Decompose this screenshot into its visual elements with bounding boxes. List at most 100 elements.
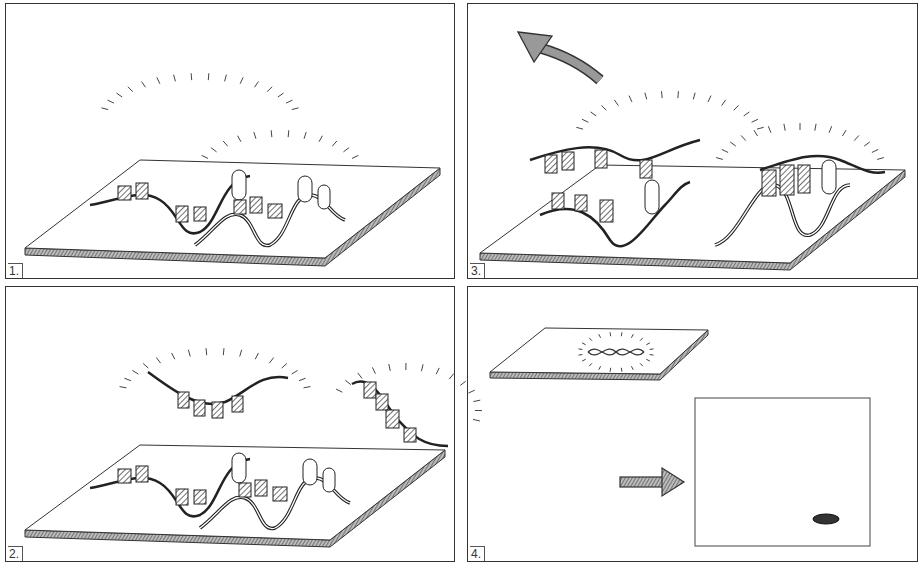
glow-tick [120, 387, 127, 388]
glow-tick [254, 81, 258, 87]
glow-tick [156, 358, 160, 364]
panel-frame: 4. [467, 286, 918, 562]
glow-tick [240, 350, 242, 357]
glow-tick [286, 100, 292, 103]
glow-tick [578, 348, 582, 350]
glow-tick [132, 370, 138, 374]
glow-tick [650, 348, 654, 350]
glow-tick [473, 419, 480, 421]
glow-tick [473, 400, 480, 401]
glow-tick [206, 348, 208, 355]
glow-tick [292, 370, 298, 374]
glow-ticks [578, 332, 653, 372]
glow-tick [646, 359, 650, 361]
glow-tick [101, 108, 108, 110]
panel-frame: 1. [5, 3, 455, 279]
probe-strand [352, 381, 448, 446]
glow-tick [271, 130, 273, 137]
membrane-sheet [490, 328, 708, 380]
glow-tick [223, 348, 225, 355]
panel-frame: 2. [5, 286, 455, 562]
glow-tick [343, 148, 349, 152]
glow-tick [460, 381, 466, 385]
dna-strand [200, 459, 350, 529]
panel-number: 1. [8, 263, 23, 278]
glow-tick [405, 363, 406, 370]
panel-number: 3. [470, 263, 485, 278]
glow-tick [582, 359, 586, 361]
glow-tick [741, 135, 746, 140]
glow-tick [693, 93, 695, 100]
glow-tick [842, 130, 846, 136]
glow-tick [211, 148, 217, 152]
glow-tick [174, 75, 176, 82]
glow-tick [475, 410, 482, 411]
glow-tick [599, 334, 601, 338]
panel-number: 2. [8, 546, 23, 561]
glow-tick [225, 75, 227, 82]
glow-tick [336, 389, 342, 392]
panel-number: 4. [470, 546, 485, 561]
glow-tick [854, 135, 859, 140]
membrane-sheet [25, 445, 445, 547]
glow-tick [722, 149, 728, 152]
glow-tick [640, 338, 643, 341]
dna-strand [540, 180, 690, 246]
dna-strand [90, 453, 250, 516]
glow-tick [640, 363, 643, 366]
glow-tick [269, 358, 273, 364]
glow-tick [191, 73, 193, 80]
hybrid-spot [588, 349, 644, 355]
glow-tick [223, 141, 228, 146]
glow-tick [877, 158, 884, 160]
dna-strand [90, 170, 250, 233]
glow-tick [708, 96, 711, 102]
glow-tick [319, 136, 322, 142]
glow-ticks [336, 363, 482, 421]
film-sheet [695, 398, 870, 546]
glow-tick [645, 93, 647, 100]
glow-tick [255, 353, 258, 359]
glow-tick [332, 141, 337, 146]
glow-tick [591, 112, 597, 116]
glow-tick [610, 368, 612, 372]
glow-tick [757, 127, 764, 129]
glow-tick [116, 93, 122, 97]
glow-tick [582, 343, 586, 345]
glow-tick [815, 124, 816, 131]
glow-tick [631, 334, 633, 338]
glow-tick [372, 367, 375, 373]
glow-tick [468, 390, 474, 393]
glow-tick [202, 155, 208, 158]
transfer-arrow [620, 468, 684, 496]
glow-tick [621, 368, 623, 372]
glow-tick [629, 96, 632, 102]
glow-tick [358, 373, 362, 379]
glow-tick [352, 155, 358, 158]
glow-tick [240, 77, 243, 83]
glow-tick [267, 87, 272, 92]
glow-ticks [576, 91, 763, 129]
glow-tick [872, 149, 878, 152]
hybrid-strand [715, 156, 885, 245]
glow-tick [288, 130, 290, 137]
glow-tick [734, 105, 739, 110]
glow-tick [631, 366, 633, 370]
membrane-sheet [25, 160, 440, 266]
glow-tick [589, 363, 592, 366]
glow-tick [389, 364, 390, 371]
glow-tick [304, 132, 306, 139]
glow-tick [646, 343, 650, 345]
glow-tick [278, 93, 284, 97]
glow-ticks [202, 130, 359, 158]
glow-tick [143, 363, 148, 368]
glow-tick [172, 353, 175, 359]
glow-tick [754, 130, 758, 136]
glow-tick [601, 105, 606, 110]
glow-ticks [716, 123, 884, 159]
probe-strand [148, 372, 288, 418]
glow-tick [108, 100, 114, 103]
glow-ticks [101, 73, 298, 109]
lift-arrow [518, 32, 600, 80]
